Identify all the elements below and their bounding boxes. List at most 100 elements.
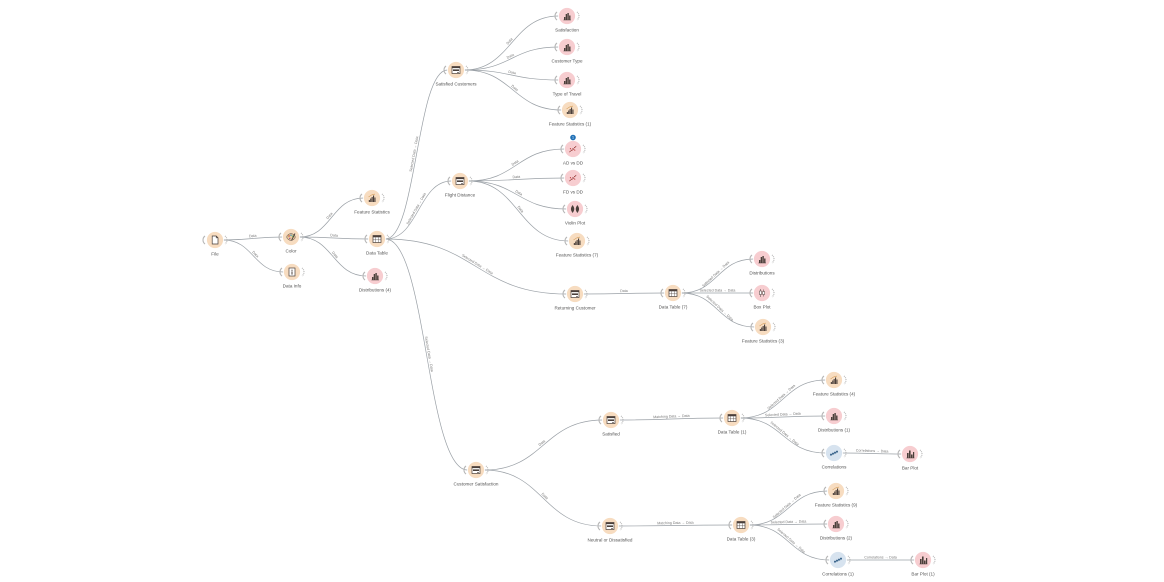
node-color[interactable]: Color xyxy=(278,228,304,254)
node-body[interactable] xyxy=(753,284,771,302)
output-anchor[interactable] xyxy=(771,254,775,264)
link-color-dist4[interactable]: Data xyxy=(299,236,367,277)
link-flightdist-violin[interactable]: Data xyxy=(468,180,567,210)
output-anchor[interactable] xyxy=(465,65,469,75)
node-dist4[interactable]: Distributions (4) xyxy=(359,267,392,293)
node-neutral[interactable]: Neutral or Dissatisfied xyxy=(588,517,633,543)
node-fdvsdd[interactable]: FD vs DD xyxy=(560,169,586,195)
input-anchor[interactable] xyxy=(897,449,901,459)
output-anchor[interactable] xyxy=(300,232,304,242)
input-anchor[interactable] xyxy=(598,415,602,425)
node-body[interactable] xyxy=(566,200,584,218)
node-datainfo[interactable]: Data Info xyxy=(279,263,305,289)
output-anchor[interactable] xyxy=(584,204,588,214)
link-color-featstats[interactable]: Data xyxy=(299,197,364,238)
node-barplot[interactable]: Bar Plot xyxy=(897,445,923,471)
output-anchor[interactable] xyxy=(224,235,228,245)
node-featstats[interactable]: Feature Statistics xyxy=(354,189,390,215)
input-anchor[interactable] xyxy=(910,555,914,565)
output-anchor[interactable] xyxy=(843,375,847,385)
link-datatable7-featstats3[interactable]: Selected Data → Data xyxy=(681,292,755,328)
input-anchor[interactable] xyxy=(562,289,566,299)
link-datatable1-corr[interactable]: Selected Data → Data xyxy=(740,417,826,454)
link-datatable-satcust[interactable]: Selected Data → Data xyxy=(385,69,448,240)
link-flightdist-fdvsdd[interactable]: Data xyxy=(468,175,565,182)
link-satcust-custtype[interactable]: Data xyxy=(464,46,559,71)
node-featstats9[interactable]: Feature Statistics (9) xyxy=(815,482,858,508)
input-anchor[interactable] xyxy=(821,375,825,385)
output-anchor[interactable] xyxy=(576,75,580,85)
input-anchor[interactable] xyxy=(749,288,753,298)
output-anchor[interactable] xyxy=(485,465,489,475)
node-datatable7[interactable]: Data Table (7) xyxy=(659,284,688,310)
link-neutral-datatable3[interactable]: Matching Data → Data xyxy=(618,521,733,527)
node-traveltype[interactable]: Type of Travel xyxy=(553,71,582,97)
node-datatable1[interactable]: Data Table (1) xyxy=(718,409,747,435)
input-anchor[interactable] xyxy=(750,322,754,332)
link-satcust-satisfaction[interactable]: Data xyxy=(464,15,559,71)
link-color-datatable[interactable]: Data xyxy=(299,233,369,240)
output-anchor[interactable] xyxy=(301,267,305,277)
output-anchor[interactable] xyxy=(576,42,580,52)
link-satisfied-datatable1[interactable]: Matching Data → Data xyxy=(619,414,724,421)
input-anchor[interactable] xyxy=(362,271,366,281)
link-custsat-satisfied[interactable]: Data xyxy=(484,419,603,471)
link-file-color[interactable]: Data xyxy=(223,234,283,241)
node-featstats4[interactable]: Feature Statistics (4) xyxy=(813,371,856,397)
link-corr1-barplot1[interactable]: Correlations → Data xyxy=(846,556,915,561)
node-body[interactable] xyxy=(829,551,847,569)
input-anchor[interactable] xyxy=(719,413,723,423)
node-advsdd[interactable]: 1AD vs DD xyxy=(560,134,586,166)
input-anchor[interactable] xyxy=(823,519,827,529)
node-datatable[interactable]: Data Table xyxy=(364,230,390,256)
node-returning[interactable]: Returning Customer xyxy=(554,285,596,311)
node-body[interactable] xyxy=(825,444,843,462)
input-anchor[interactable] xyxy=(821,411,825,421)
input-anchor[interactable] xyxy=(564,236,568,246)
node-flightdist[interactable]: Flight Distance xyxy=(445,172,476,198)
output-anchor[interactable] xyxy=(619,521,623,531)
output-anchor[interactable] xyxy=(620,415,624,425)
node-corr[interactable]: Correlations xyxy=(821,444,847,470)
input-anchor[interactable] xyxy=(447,176,451,186)
input-anchor[interactable] xyxy=(364,234,368,244)
input-anchor[interactable] xyxy=(279,267,283,277)
link-datatable3-dist2[interactable]: Selected Data → Data xyxy=(749,520,828,526)
output-anchor[interactable] xyxy=(847,555,851,565)
output-anchor[interactable] xyxy=(919,449,923,459)
node-distributions[interactable]: Distributions xyxy=(749,250,775,276)
node-custsat[interactable]: Customer Satisfaction xyxy=(454,461,499,487)
link-flightdist-advsdd[interactable]: Data xyxy=(468,148,565,182)
output-anchor[interactable] xyxy=(469,176,473,186)
node-corr1[interactable]: Correlations (1) xyxy=(822,551,854,577)
link-file-datainfo[interactable]: Data xyxy=(223,239,284,273)
node-featstats7[interactable]: Feature Statistics (7) xyxy=(556,232,599,258)
node-dist2[interactable]: Distributions (2) xyxy=(820,515,853,541)
input-anchor[interactable] xyxy=(597,521,601,531)
link-datatable7-boxplot[interactable]: Selected Data → Data xyxy=(681,289,754,294)
output-anchor[interactable] xyxy=(750,520,754,530)
output-anchor[interactable] xyxy=(576,11,580,21)
input-anchor[interactable] xyxy=(202,235,206,245)
node-boxplot[interactable]: Box Plot xyxy=(749,284,775,310)
input-anchor[interactable] xyxy=(823,486,827,496)
input-anchor[interactable] xyxy=(749,254,753,264)
input-anchor[interactable] xyxy=(560,144,564,154)
input-anchor[interactable] xyxy=(560,173,564,183)
output-anchor[interactable] xyxy=(845,519,849,529)
output-anchor[interactable] xyxy=(584,289,588,299)
output-anchor[interactable] xyxy=(682,288,686,298)
input-anchor[interactable] xyxy=(554,42,558,52)
input-anchor[interactable] xyxy=(660,288,664,298)
input-anchor[interactable] xyxy=(278,232,282,242)
output-anchor[interactable] xyxy=(843,448,847,458)
node-violin[interactable]: Violin Plot xyxy=(562,200,588,226)
output-anchor[interactable] xyxy=(843,411,847,421)
input-anchor[interactable] xyxy=(821,448,825,458)
link-satcust-traveltype[interactable]: Data xyxy=(464,69,559,81)
input-anchor[interactable] xyxy=(825,555,829,565)
output-anchor[interactable] xyxy=(579,105,583,115)
link-datatable-flightdist[interactable]: Selected Data → Data xyxy=(385,180,452,240)
input-anchor[interactable] xyxy=(359,193,363,203)
